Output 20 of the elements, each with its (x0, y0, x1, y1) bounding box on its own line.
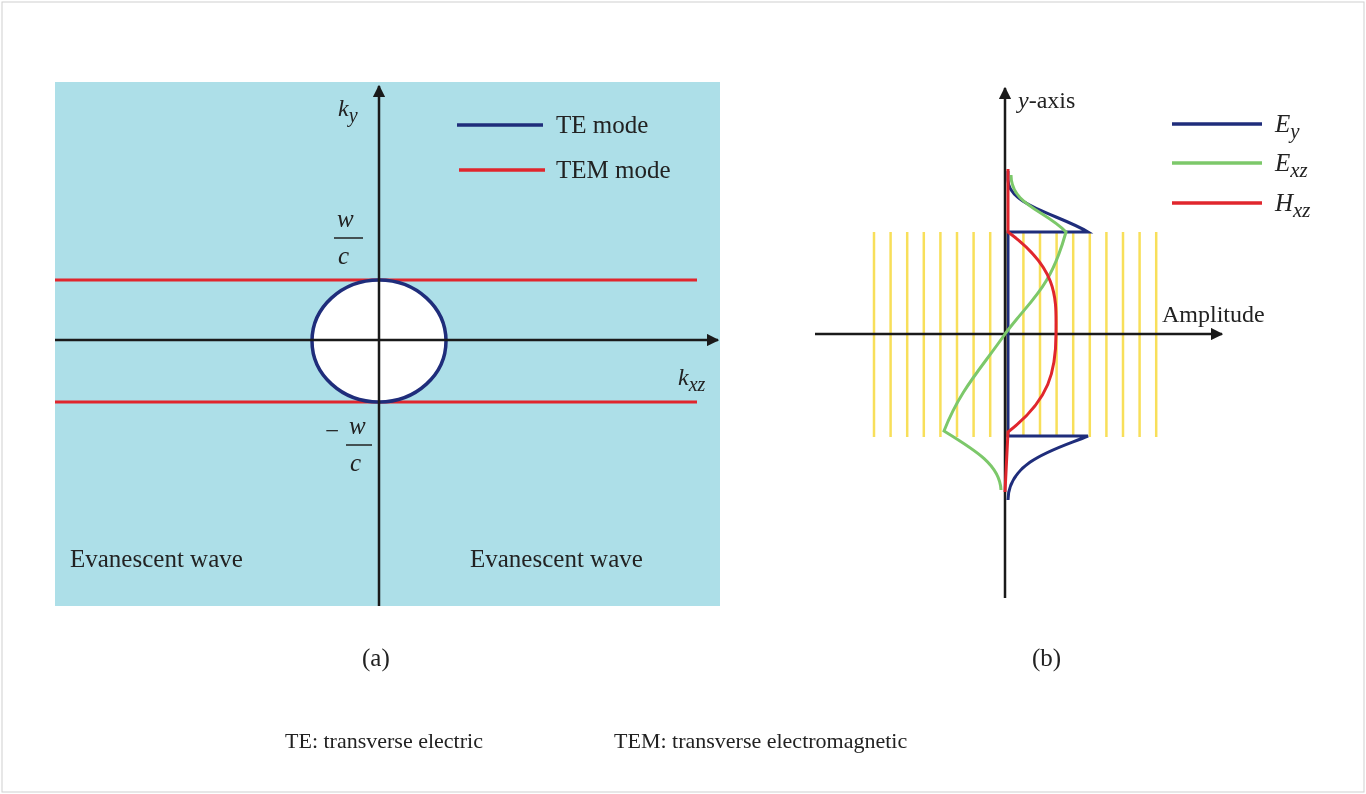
region-label: Evanescent wave (470, 546, 643, 571)
axis-label: Amplitude (1162, 302, 1265, 326)
caption-text: TE: transverse electric (285, 730, 483, 752)
fraction-denominator: c (338, 243, 350, 268)
region-label: Evanescent wave (70, 546, 243, 571)
panel-label: (b) (1032, 645, 1062, 670)
axis-label: k$_{xz}$ (678, 365, 706, 394)
minus-sign: − (325, 418, 340, 443)
panel-label: (a) (362, 645, 390, 670)
axis-label: k$_{y}$ (338, 96, 358, 125)
legend-label: H$_{xz}$ (1275, 190, 1311, 221)
legend-label: TE mode (556, 112, 649, 137)
fraction-numerator: w (337, 206, 354, 231)
fraction-denominator: c (350, 450, 362, 475)
legend-label: E$_{xz}$ (1275, 150, 1308, 181)
legend-label: TEM mode (556, 157, 671, 182)
axis-label: y-axis (1018, 88, 1076, 112)
caption-text: TEM: transverse electromagnetic (614, 730, 908, 752)
legend-label: E$_{y}$ (1275, 111, 1300, 142)
fraction-numerator: w (349, 413, 366, 438)
